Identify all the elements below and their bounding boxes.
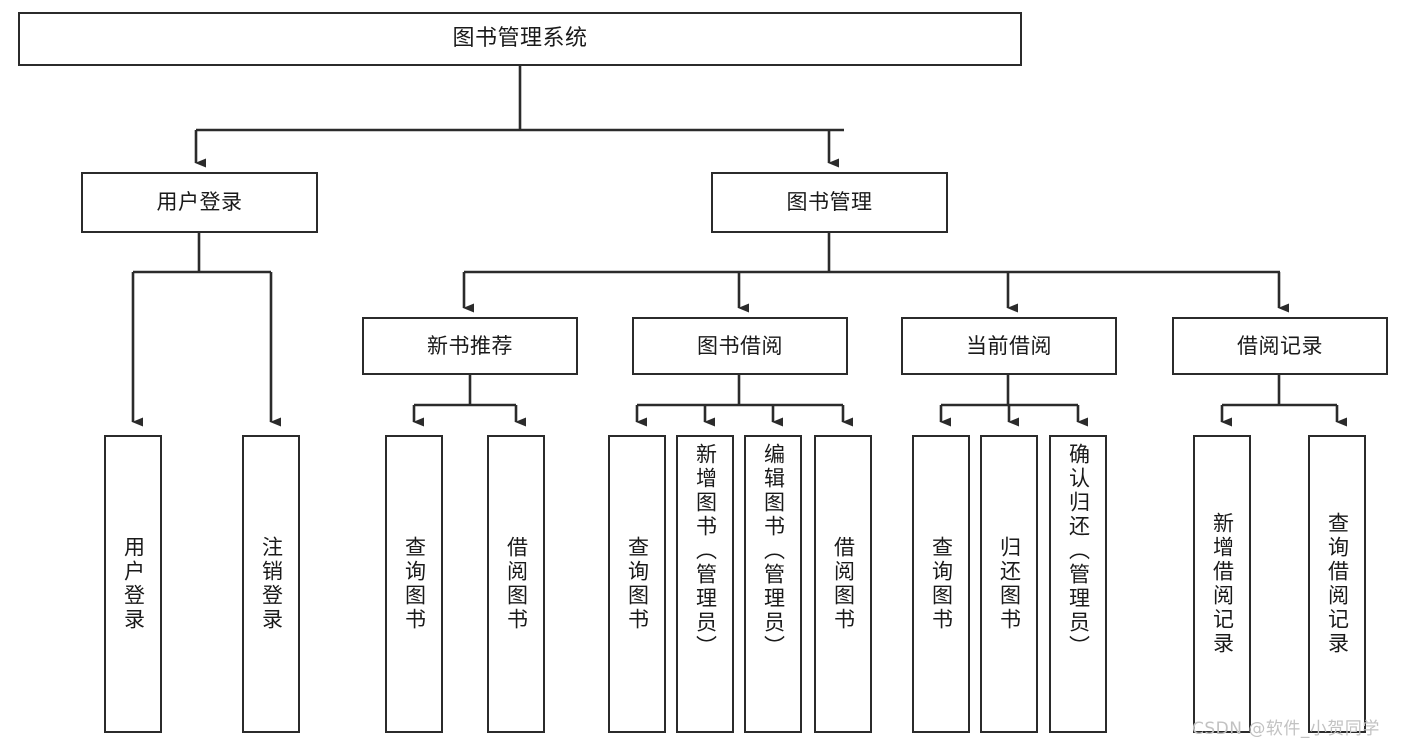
node-label: 查询图书 bbox=[402, 536, 427, 632]
leaf-borrow-book[interactable]: 借阅图书 bbox=[814, 435, 872, 733]
node-label: 查询图书 bbox=[929, 536, 954, 632]
leaf-add-borrow-record[interactable]: 新增借阅记录 bbox=[1193, 435, 1251, 733]
leaf-query-borrow-record[interactable]: 查询借阅记录 bbox=[1308, 435, 1366, 733]
node-label: 注销登录 bbox=[259, 536, 284, 632]
node-label: 借阅记录 bbox=[1237, 333, 1323, 358]
node-label: 图书借阅 bbox=[697, 333, 783, 358]
node-borrow-record[interactable]: 借阅记录 bbox=[1172, 317, 1388, 375]
node-label: 编辑图书（管理员） bbox=[761, 443, 786, 659]
node-book-borrow[interactable]: 图书借阅 bbox=[632, 317, 848, 375]
node-label: 新书推荐 bbox=[427, 333, 513, 358]
node-root-book-management-system[interactable]: 图书管理系统 bbox=[18, 12, 1022, 66]
node-label: 归还图书 bbox=[997, 536, 1022, 632]
node-label: 新增借阅记录 bbox=[1210, 512, 1235, 656]
leaf-query-book-current[interactable]: 查询图书 bbox=[912, 435, 970, 733]
leaf-query-book-recommend[interactable]: 查询图书 bbox=[385, 435, 443, 733]
node-label: 用户登录 bbox=[156, 190, 243, 215]
node-label: 当前借阅 bbox=[966, 333, 1052, 358]
leaf-query-book-borrow[interactable]: 查询图书 bbox=[608, 435, 666, 733]
node-label: 借阅图书 bbox=[504, 536, 529, 632]
node-label: 查询图书 bbox=[625, 536, 650, 632]
node-label: 用户登录 bbox=[121, 536, 146, 632]
leaf-user-logout[interactable]: 注销登录 bbox=[242, 435, 300, 733]
node-label: 新增图书（管理员） bbox=[693, 443, 718, 659]
leaf-user-login[interactable]: 用户登录 bbox=[104, 435, 162, 733]
leaf-confirm-return-admin[interactable]: 确认归还（管理员） bbox=[1049, 435, 1107, 733]
node-current-borrow[interactable]: 当前借阅 bbox=[901, 317, 1117, 375]
node-label: 查询借阅记录 bbox=[1325, 512, 1350, 656]
node-label: 确认归还（管理员） bbox=[1066, 443, 1091, 659]
node-label: 图书管理系统 bbox=[452, 26, 588, 52]
node-label: 图书管理 bbox=[786, 190, 873, 215]
node-book-management[interactable]: 图书管理 bbox=[711, 172, 948, 233]
csdn-watermark: CSDN @软件_小贺同学 bbox=[1192, 719, 1380, 739]
node-new-book-recommend[interactable]: 新书推荐 bbox=[362, 317, 578, 375]
leaf-return-book[interactable]: 归还图书 bbox=[980, 435, 1038, 733]
leaf-borrow-book-recommend[interactable]: 借阅图书 bbox=[487, 435, 545, 733]
leaf-edit-book-admin[interactable]: 编辑图书（管理员） bbox=[744, 435, 802, 733]
node-user-login[interactable]: 用户登录 bbox=[81, 172, 318, 233]
node-label: 借阅图书 bbox=[831, 536, 856, 632]
leaf-add-book-admin[interactable]: 新增图书（管理员） bbox=[676, 435, 734, 733]
